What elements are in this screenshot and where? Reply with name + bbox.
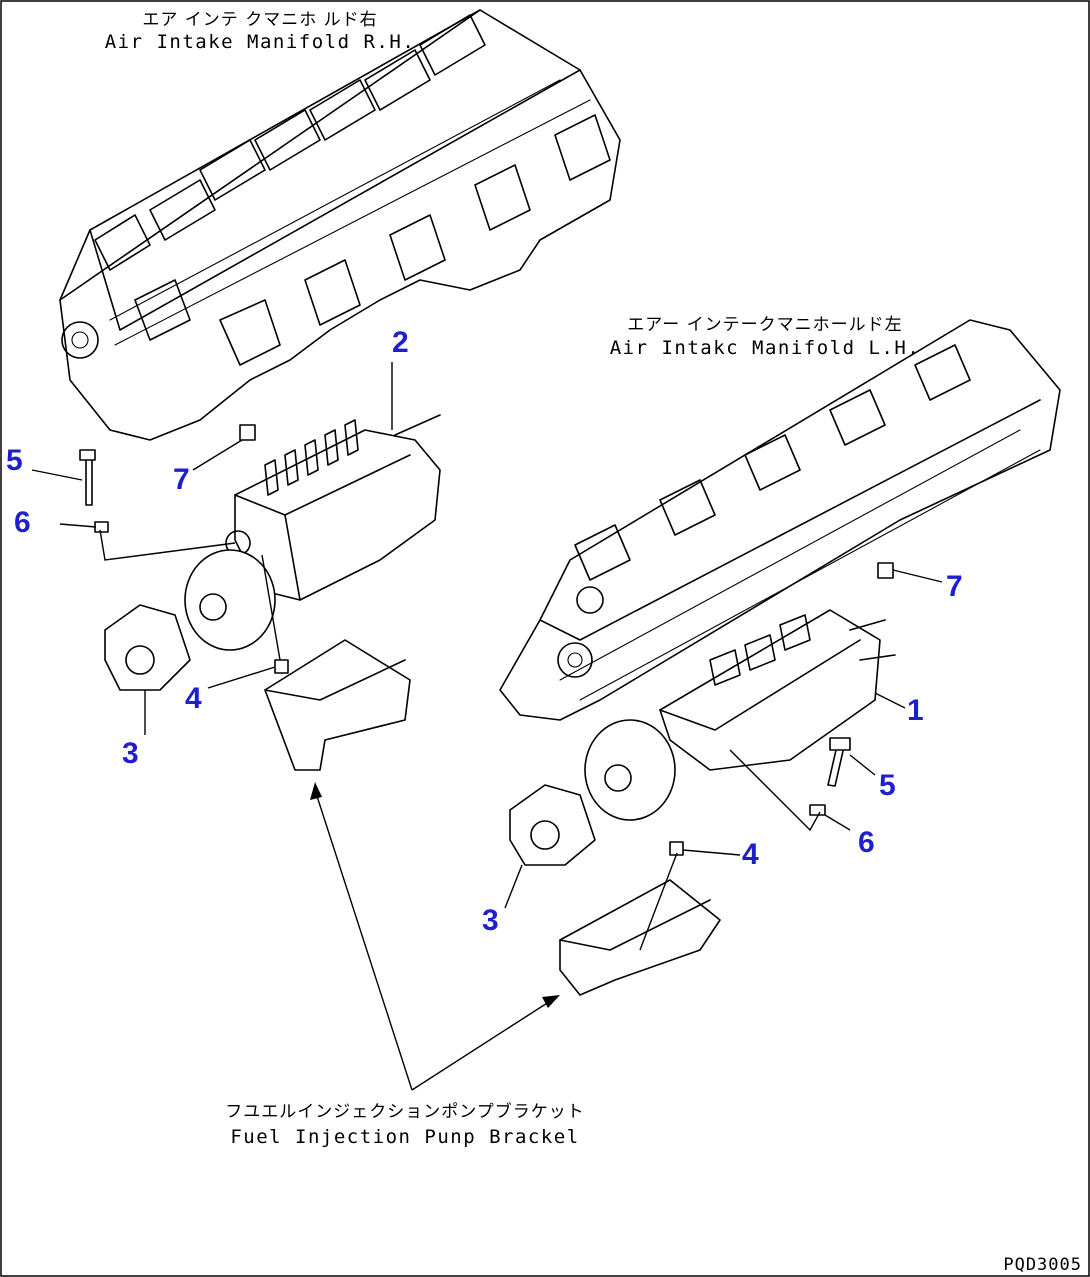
fuel-injection-pump-lower	[659, 609, 896, 771]
callout-6-left: 6	[14, 506, 31, 539]
washer-4-right	[669, 841, 684, 856]
pump-bracket-lower	[559, 879, 721, 996]
caption-manifold-rh-jp: エア インテ クマニホ ルド右	[142, 10, 377, 30]
washer-4-left	[274, 659, 289, 674]
callout-7-left: 7	[173, 463, 190, 496]
air-intake-manifold-rh	[59, 9, 621, 441]
timer-gear-lower	[509, 784, 596, 866]
plug-7-left	[239, 424, 256, 441]
timer-gear-upper	[104, 604, 191, 691]
caption-manifold-rh-en: Air Intake Manifold R.H.	[105, 31, 416, 53]
callout-5-right: 5	[879, 769, 896, 802]
caption-manifold-lh-jp: エアー インテークマニホールド左	[627, 315, 902, 335]
callout-4-right: 4	[742, 838, 759, 871]
caption-pump-bracket-en: Fuel Injection Punp Brackel	[230, 1126, 579, 1148]
callout-6-right: 6	[858, 826, 875, 859]
bolt-5-left	[79, 449, 96, 506]
drawing-code: PQD3005	[1003, 1255, 1082, 1275]
callout-1: 1	[907, 694, 924, 727]
drive-coupling-lower	[584, 719, 676, 821]
callout-3-right: 3	[482, 904, 499, 937]
bolt-5-right	[827, 737, 851, 787]
leader-lines	[31, 362, 943, 1091]
callout-3-left: 3	[122, 737, 139, 770]
washer-6-left	[94, 521, 109, 533]
drive-coupling-upper	[184, 549, 276, 651]
pump-bracket-upper	[264, 639, 411, 771]
caption-pump-bracket-jp: フユエルインジェクションポンプブラケット	[225, 1101, 585, 1122]
caption-manifold-lh-en: Air Intakc Manifold L.H.	[610, 337, 921, 359]
callout-2: 2	[392, 326, 409, 359]
washer-6-right	[809, 804, 826, 816]
callout-7-right: 7	[946, 570, 963, 603]
callout-4-left: 4	[185, 682, 202, 715]
plug-7-right	[877, 562, 894, 579]
air-intake-manifold-lh	[499, 319, 1061, 721]
callout-5-left: 5	[6, 444, 23, 477]
